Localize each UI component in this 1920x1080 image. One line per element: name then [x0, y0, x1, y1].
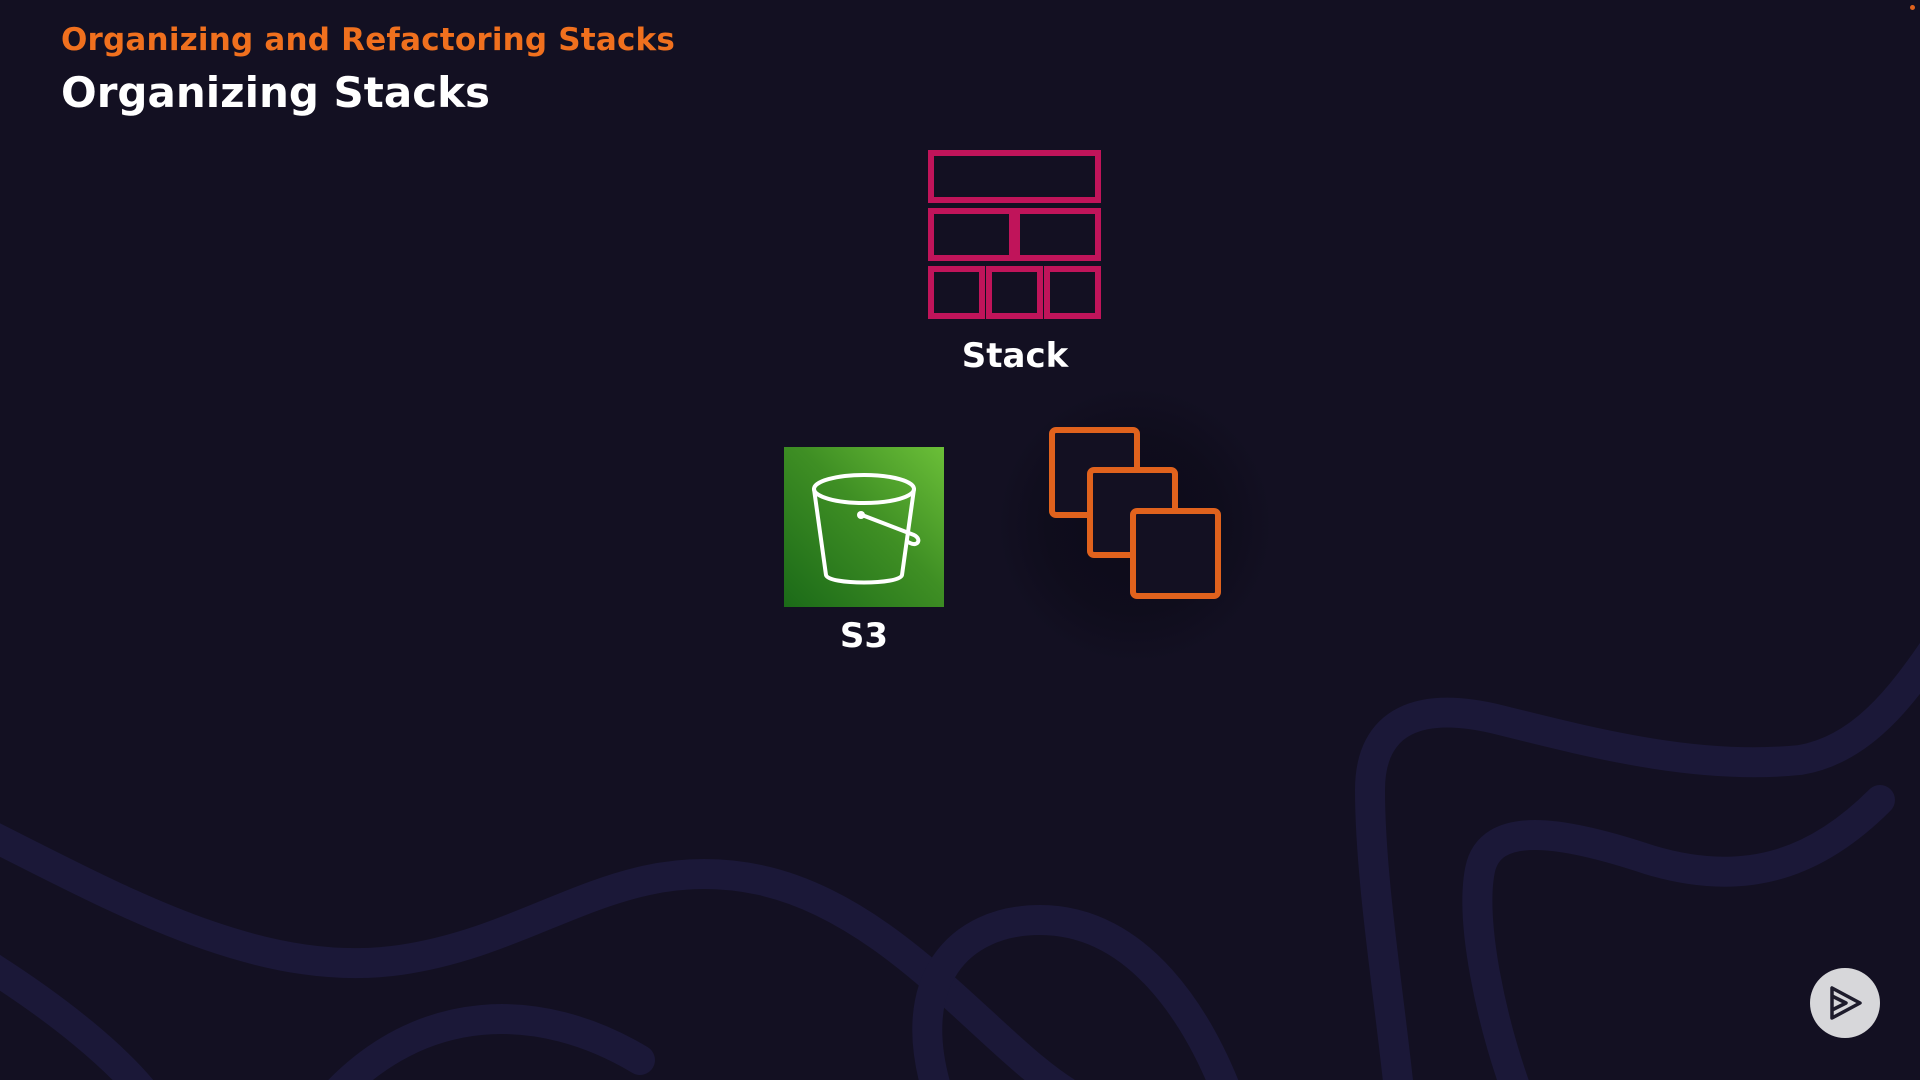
stack-icon: [928, 150, 1101, 319]
s3-label: S3: [839, 616, 889, 656]
copy-resources-icon: [1049, 427, 1221, 599]
s3-bucket-icon: [812, 473, 921, 585]
play-logo-icon: [1830, 986, 1862, 1020]
clip-title: Organizing Stacks: [61, 68, 491, 117]
s3-tile: [784, 447, 944, 607]
recording-indicator: [1910, 5, 1915, 10]
module-title: Organizing and Refactoring Stacks: [61, 22, 676, 58]
stack-label: Stack: [961, 336, 1069, 376]
player-logo-button[interactable]: [1810, 968, 1880, 1038]
